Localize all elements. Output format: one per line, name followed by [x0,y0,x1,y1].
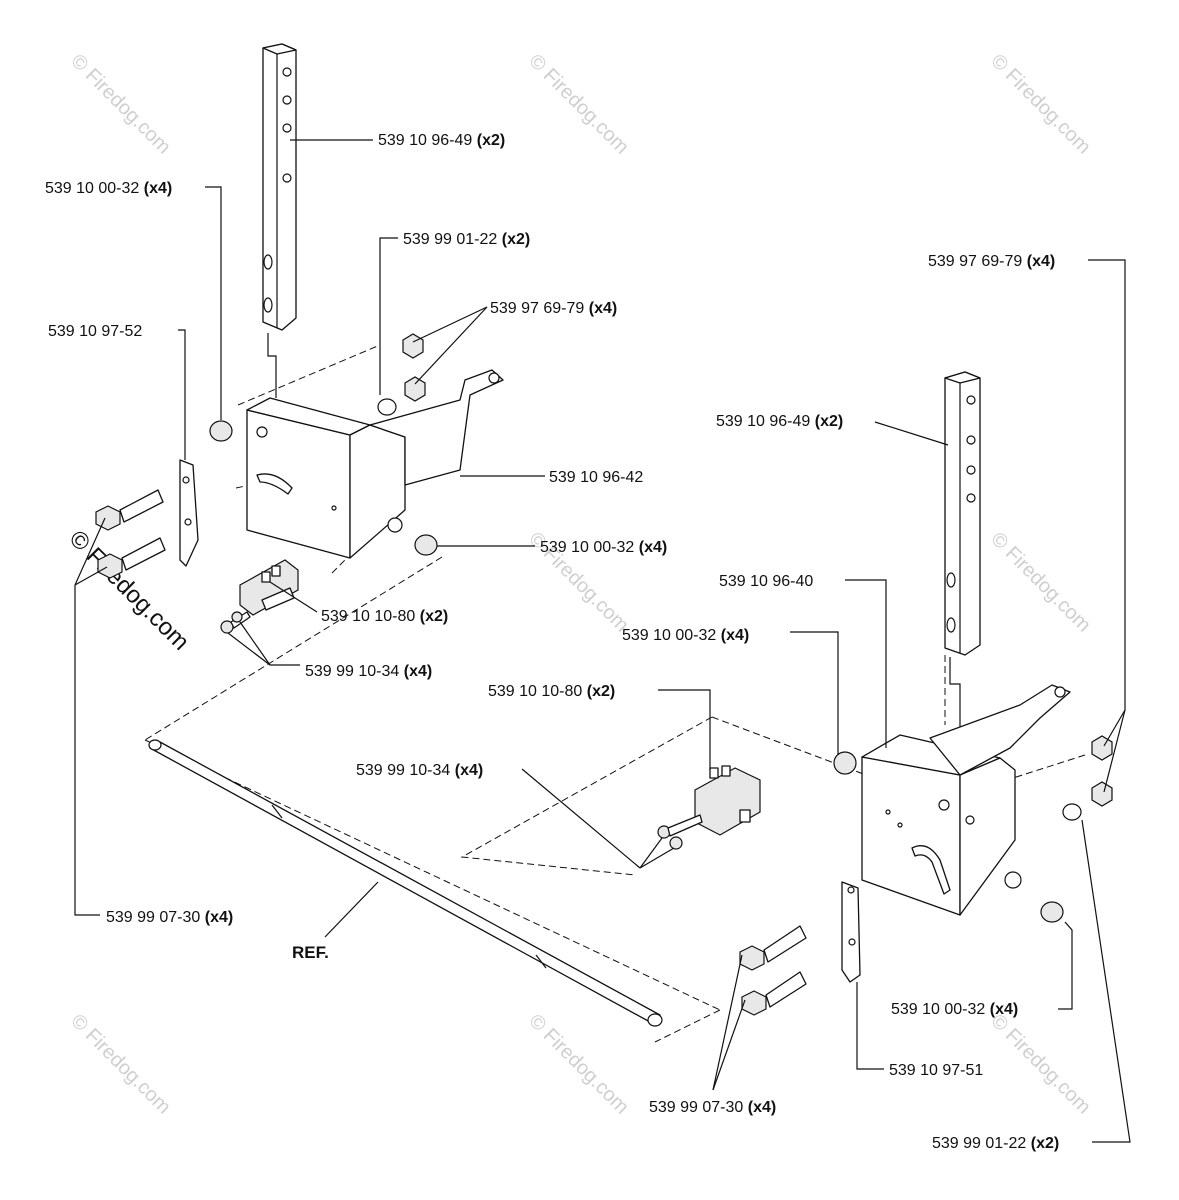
bracket-part [246,369,504,559]
nut-part [404,376,426,402]
part-number: 539 10 96-49 [378,132,472,149]
watermark: © Firedog.com [66,50,175,159]
watermarks: © Firedog.com © Firedog.com © Firedog.co… [64,50,1095,1119]
part-number: 539 10 97-51 [889,1062,983,1079]
part-number: 539 99 01-22 [403,231,497,248]
part-number: 539 10 00-32 [622,627,716,644]
callout-label: 539 10 00-32 (x4) [622,627,749,644]
quantity: (x2) [587,683,615,700]
callout-label: 539 99 01-22 (x2) [403,231,530,248]
bolt-part [739,925,807,971]
callout-label: 539 10 00-32 (x4) [45,180,172,197]
callout-label: 539 10 97-52 [48,323,142,340]
callout-label: 539 10 96-49 (x2) [378,132,505,149]
left-assembly [95,43,504,634]
callout-label: 539 10 00-32 (x4) [540,539,667,556]
watermark: © Firedog.com [524,1010,633,1119]
washer-part [377,398,397,416]
callout-label: 539 99 07-30 (x4) [106,909,233,926]
shaft-ref-part [148,739,663,1027]
watermark: © Firedog.com [524,50,633,159]
bar-part [262,43,297,398]
callout-label: 539 10 96-49 (x2) [716,413,843,430]
ref-label: REF. [292,943,329,962]
watermark: © Firedog.com [66,1010,175,1119]
quantity: (x4) [589,300,617,317]
part-number: 539 99 07-30 [106,909,200,926]
quantity: (x4) [721,627,749,644]
part-number: 539 10 00-32 [891,1001,985,1018]
callout-label: 539 10 97-51 [889,1062,983,1079]
callout-label: 539 10 96-40 [719,573,813,590]
part-number: 539 99 10-34 [305,663,399,680]
quantity: (x2) [420,608,448,625]
part-number: 539 10 00-32 [45,180,139,197]
callout-label: 539 10 00-32 (x4) [891,1001,1018,1018]
quantity: (x2) [502,231,530,248]
bolt-part [741,971,807,1016]
quantity: (x4) [1027,253,1055,270]
quantity: (x2) [477,132,505,149]
callout-label: 539 10 10-80 (x2) [321,608,448,625]
callout-label: 539 10 96-42 [549,469,643,486]
nut-part [1091,781,1113,807]
part-number: 539 97 69-79 [490,300,584,317]
callout-label: 539 97 69-79 (x4) [490,300,617,317]
part-number: 539 10 00-32 [540,539,634,556]
part-number: 539 10 96-40 [719,573,813,590]
callout-label: 539 99 01-22 (x2) [932,1135,1059,1152]
switch-part [239,559,299,616]
quantity: (x4) [639,539,667,556]
callout-label: 539 10 10-80 (x2) [488,683,615,700]
quantity: (x4) [205,909,233,926]
bolt-part [95,489,164,531]
watermark: © Firedog.com [986,528,1095,637]
part-number: 539 99 07-30 [649,1099,743,1116]
nut-part [1091,735,1113,761]
bracket-part [861,684,1071,916]
part-number: 539 99 10-34 [356,762,450,779]
part-number: 539 97 69-79 [928,253,1022,270]
plate-part [841,881,861,983]
bolt-part [97,537,166,579]
bushing-part [1040,901,1064,923]
bar-part [944,371,981,728]
right-assembly [657,371,1113,1016]
part-number: 539 10 96-49 [716,413,810,430]
bushing-part [833,751,857,775]
part-number: 539 10 96-42 [549,469,643,486]
washer-part [1062,803,1082,821]
callout-label: 539 99 10-34 (x4) [356,762,483,779]
part-number: 539 10 97-52 [48,323,142,340]
quantity: (x4) [748,1099,776,1116]
quantity: (x4) [455,762,483,779]
quantity: (x4) [404,663,432,680]
bushing-part [209,420,233,442]
part-number: 539 10 10-80 [321,608,415,625]
quantity: (x4) [144,180,172,197]
switch-part [694,765,761,836]
bushing-part [414,534,438,556]
callout-labels: 539 10 96-49 (x2) 539 10 00-32 (x4) 539 … [45,132,1059,1152]
watermark-dark: © Firedog.com [64,525,195,656]
part-number: 539 99 01-22 [932,1135,1026,1152]
nut-part [402,333,424,359]
quantity: (x4) [990,1001,1018,1018]
callout-label: 539 99 10-34 (x4) [305,663,432,680]
watermark: © Firedog.com [986,1010,1095,1119]
watermark: © Firedog.com [986,50,1095,159]
quantity: (x2) [1031,1135,1059,1152]
callout-label: 539 97 69-79 (x4) [928,253,1055,270]
part-number: 539 10 10-80 [488,683,582,700]
plate-part [179,459,199,567]
callout-label: 539 99 07-30 (x4) [649,1099,776,1116]
screw-part [220,611,251,634]
screw-part [657,814,703,850]
quantity: (x2) [815,413,843,430]
leader-lines [74,139,1131,1143]
